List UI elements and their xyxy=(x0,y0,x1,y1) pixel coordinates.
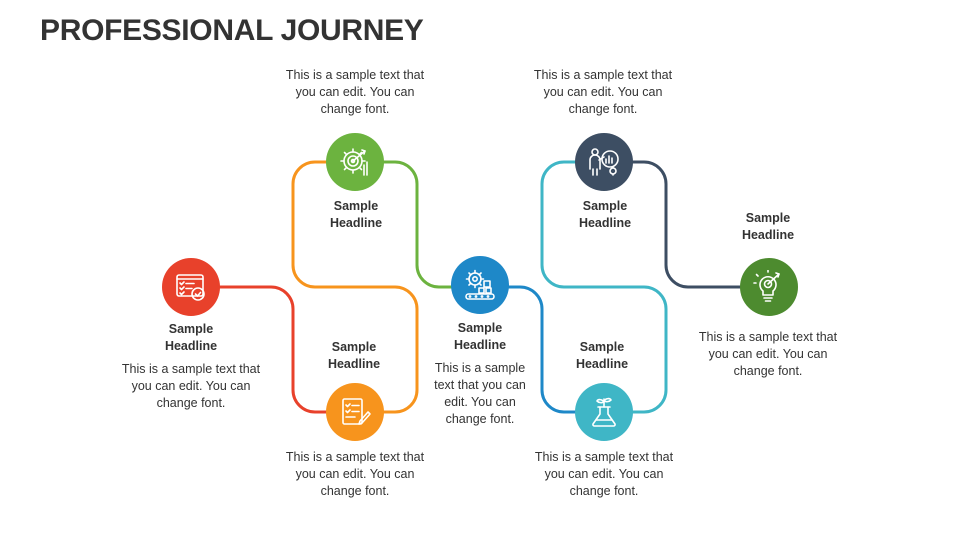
slide-title: PROFESSIONAL JOURNEY xyxy=(40,14,424,47)
connector-teal xyxy=(540,160,668,414)
sprout-flask-icon xyxy=(592,397,616,427)
step-3-headline-line-1: Sample xyxy=(331,340,377,354)
step-2-headline-line-2: Headline xyxy=(329,216,383,230)
gear-conveyor-icon xyxy=(465,269,495,300)
step-1-headline-line-1: Sample xyxy=(168,322,214,336)
step-6-node[interactable] xyxy=(575,383,633,441)
step-5-node[interactable] xyxy=(575,133,633,191)
step-5-headline: Sample Headline xyxy=(535,198,675,232)
connector-blue xyxy=(506,285,578,414)
step-4-text: This is a sample text that you can edit.… xyxy=(434,361,526,426)
step-6-headline-line-1: Sample xyxy=(579,340,625,354)
connector-slate xyxy=(630,160,742,289)
step-7-headline-line-2: Headline xyxy=(741,228,795,242)
step-7-text: This is a sample text that you can edit.… xyxy=(698,330,838,378)
step-7-headline-line-1: Sample xyxy=(745,211,791,225)
checklist-browser-icon xyxy=(176,274,205,301)
lightbulb-target-icon xyxy=(753,270,780,302)
step-6-text: This is a sample text that you can edit.… xyxy=(534,450,674,498)
step-5-headline-line-2: Headline xyxy=(578,216,632,230)
step-2-node[interactable] xyxy=(326,133,384,191)
step-3-node[interactable] xyxy=(326,383,384,441)
document-pencil-icon xyxy=(342,398,371,425)
step-7-node[interactable] xyxy=(740,258,798,316)
step-4-headline: Sample Headline xyxy=(410,320,550,354)
step-1-text: This is a sample text that you can edit.… xyxy=(121,362,261,410)
step-6-headline-line-2: Headline xyxy=(575,357,629,371)
step-4-headline-line-2: Headline xyxy=(453,338,507,352)
connector-orange-right xyxy=(325,285,419,414)
gear-target-icon xyxy=(340,148,368,176)
connector-red xyxy=(217,285,329,414)
step-3-text: This is a sample text that you can edit.… xyxy=(285,450,425,498)
step-2-text: This is a sample text that you can edit.… xyxy=(285,68,425,116)
step-1-headline-line-2: Headline xyxy=(164,339,218,353)
step-4-node[interactable] xyxy=(451,256,509,314)
step-2-headline-line-1: Sample xyxy=(333,199,379,213)
step-7-headline: Sample Headline xyxy=(698,210,838,244)
step-2-headline: Sample Headline xyxy=(286,198,426,232)
step-1-node[interactable] xyxy=(162,258,220,316)
step-3-headline: Sample Headline xyxy=(284,339,424,373)
step-5-text: This is a sample text that you can edit.… xyxy=(533,68,673,116)
connector-orange-left xyxy=(291,160,329,289)
connector-green xyxy=(381,160,454,289)
step-5-headline-line-1: Sample xyxy=(582,199,628,213)
presenter-chart-icon xyxy=(589,148,619,176)
step-1-headline: Sample Headline xyxy=(121,321,261,355)
step-4-headline-line-1: Sample xyxy=(457,321,503,335)
step-6-headline: Sample Headline xyxy=(532,339,672,373)
step-3-headline-line-2: Headline xyxy=(327,357,381,371)
